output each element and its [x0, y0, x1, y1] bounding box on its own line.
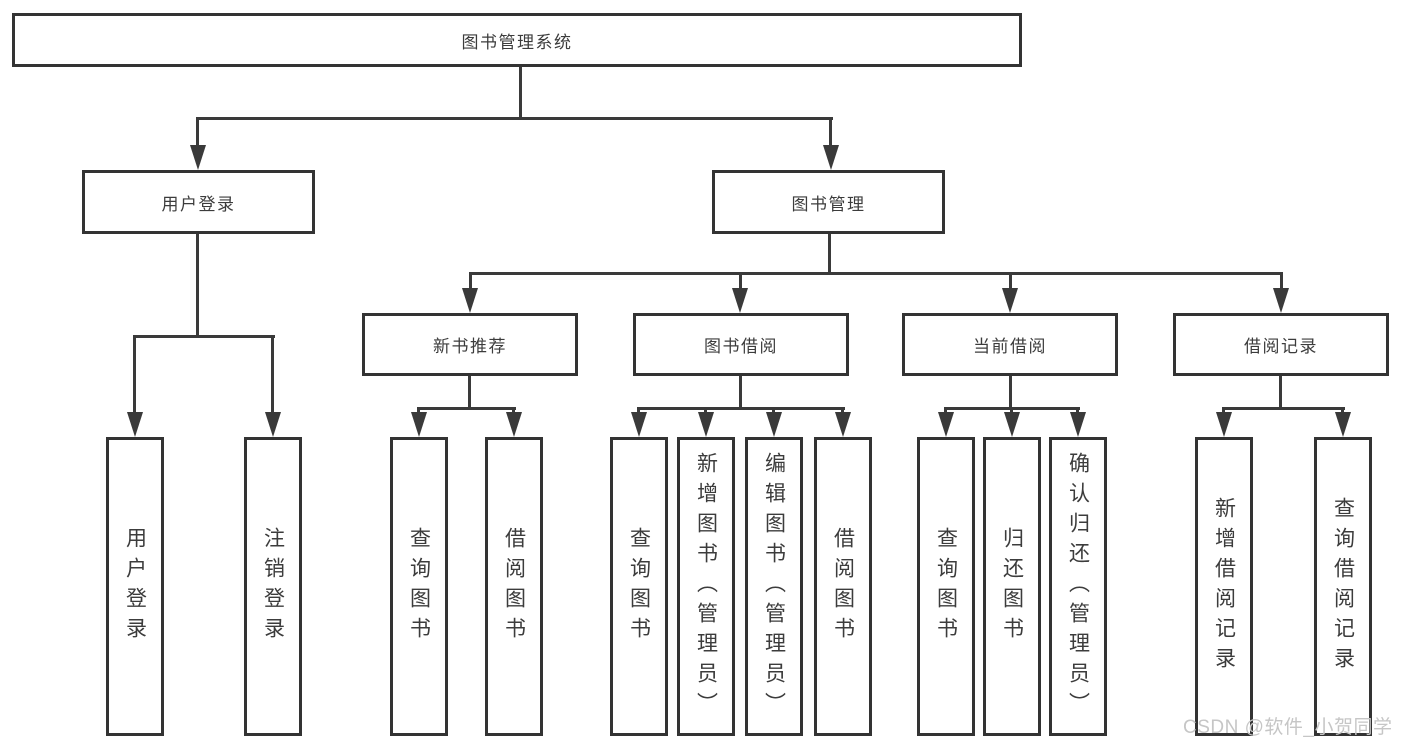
node-new-book-rec: 新书推荐 [362, 313, 578, 376]
arrowhead-borrow-add [698, 412, 714, 437]
connector-borrow-records-bus [1222, 407, 1345, 410]
leaf-borrow-add-label: 新增图书（管理员） [694, 451, 718, 722]
node-current-borrow-label: 当前借阅 [973, 337, 1047, 356]
connector-user-login-bus [133, 335, 275, 338]
connector-to-login-user [133, 335, 136, 415]
connector-new-book-rec-stem [468, 376, 471, 409]
leaf-login-logout: 注销登录 [244, 437, 302, 736]
leaf-login-user: 用户登录 [106, 437, 164, 736]
arrowhead-borrow-records [1273, 288, 1289, 313]
leaf-borrow-add: 新增图书（管理员） [677, 437, 735, 736]
connector-book-borrow-stem [739, 376, 742, 409]
connector-to-user-login [196, 117, 199, 149]
leaf-current-query: 查询图书 [917, 437, 975, 736]
connector-new-book-rec-bus [417, 407, 516, 410]
arrowhead-rec-query [411, 412, 427, 437]
arrowhead-current-confirm [1070, 412, 1086, 437]
leaf-rec-borrow: 借阅图书 [485, 437, 543, 736]
node-current-borrow: 当前借阅 [902, 313, 1118, 376]
arrowhead-records-query [1335, 412, 1351, 437]
leaf-records-add: 新增借阅记录 [1195, 437, 1253, 736]
connector-level3-bus [469, 272, 1283, 275]
watermark: CSDN @软件_小贺同学 [1183, 717, 1393, 738]
leaf-borrow-lend: 借阅图书 [814, 437, 872, 736]
leaf-records-query-label: 查询借阅记录 [1331, 496, 1355, 677]
node-user-login-label: 用户登录 [161, 194, 236, 214]
node-new-book-rec-label: 新书推荐 [433, 337, 507, 356]
connector-to-new-book-rec [469, 272, 472, 292]
connector-to-login-logout [271, 335, 274, 415]
leaf-rec-query: 查询图书 [390, 437, 448, 736]
connector-level2-bus [196, 117, 833, 120]
connector-borrow-records-stem [1279, 376, 1282, 409]
arrowhead-borrow-edit [766, 412, 782, 437]
leaf-rec-query-label: 查询图书 [407, 526, 431, 647]
arrowhead-records-add [1216, 412, 1232, 437]
arrowhead-borrow-query [631, 412, 647, 437]
leaf-login-logout-label: 注销登录 [261, 526, 285, 647]
node-root: 图书管理系统 [12, 13, 1022, 67]
leaf-current-query-label: 查询图书 [934, 526, 958, 647]
node-book-borrow: 图书借阅 [633, 313, 849, 376]
leaf-login-user-label: 用户登录 [123, 526, 147, 647]
connector-to-borrow-records [1280, 272, 1283, 292]
leaf-borrow-query: 查询图书 [610, 437, 668, 736]
connector-to-book-borrow [739, 272, 742, 292]
arrowhead-borrow-lend [835, 412, 851, 437]
arrowhead-rec-borrow [506, 412, 522, 437]
connector-to-book-mgmt [829, 117, 832, 149]
connector-book-mgmt-stem [828, 234, 831, 274]
leaf-rec-borrow-label: 借阅图书 [502, 526, 526, 647]
node-book-mgmt: 图书管理 [712, 170, 945, 234]
node-borrow-records: 借阅记录 [1173, 313, 1389, 376]
arrowhead-book-borrow [732, 288, 748, 313]
arrowhead-current-return [1004, 412, 1020, 437]
arrowhead-book-mgmt [823, 145, 839, 170]
node-book-borrow-label: 图书借阅 [704, 337, 778, 356]
node-book-mgmt-label: 图书管理 [791, 194, 866, 214]
arrowhead-current-query [938, 412, 954, 437]
arrowhead-new-book-rec [462, 288, 478, 313]
leaf-borrow-query-label: 查询图书 [627, 526, 651, 647]
connector-root-stem [519, 67, 522, 119]
leaf-current-return: 归还图书 [983, 437, 1041, 736]
leaf-records-query: 查询借阅记录 [1314, 437, 1372, 736]
connector-book-borrow-bus [637, 407, 845, 410]
leaf-current-confirm: 确认归还（管理员） [1049, 437, 1107, 736]
leaf-borrow-edit-label: 编辑图书（管理员） [762, 451, 786, 722]
leaf-borrow-lend-label: 借阅图书 [831, 526, 855, 647]
leaf-records-add-label: 新增借阅记录 [1212, 496, 1236, 677]
arrowhead-login-user [127, 412, 143, 437]
connector-user-login-stem [196, 234, 199, 337]
leaf-borrow-edit: 编辑图书（管理员） [745, 437, 803, 736]
connector-to-current-borrow [1009, 272, 1012, 292]
arrowhead-current-borrow [1002, 288, 1018, 313]
leaf-current-return-label: 归还图书 [1000, 526, 1024, 647]
node-root-label: 图书管理系统 [461, 32, 573, 52]
leaf-current-confirm-label: 确认归还（管理员） [1066, 451, 1090, 722]
arrowhead-login-logout [265, 412, 281, 437]
node-borrow-records-label: 借阅记录 [1244, 337, 1318, 356]
connector-current-borrow-stem [1009, 376, 1012, 409]
arrowhead-user-login [190, 145, 206, 170]
node-user-login: 用户登录 [82, 170, 315, 234]
